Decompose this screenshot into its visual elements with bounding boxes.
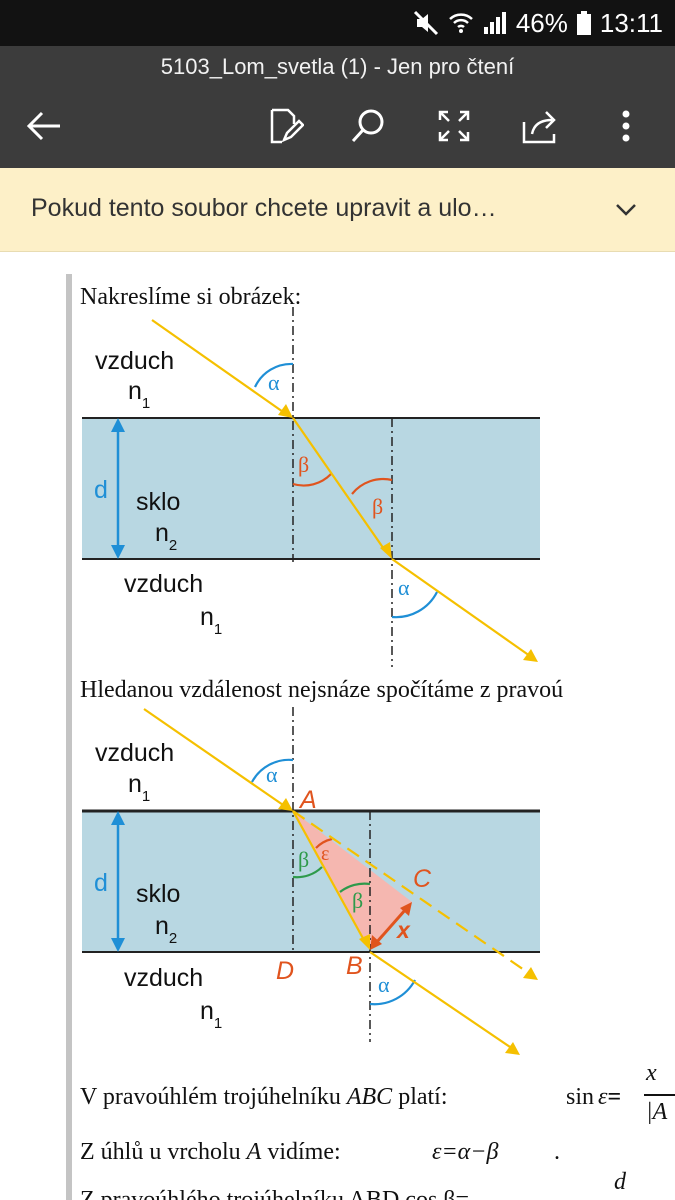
fig2-top-medium: vzduch [95,739,175,767]
fig2-shift-line [374,908,408,944]
fig2-point-a: A [300,786,317,814]
fig2-refracted-ray [292,810,366,943]
fig1-alpha-top: α [268,370,280,395]
paragraph-2: Hledanou vzdálenost nejsnáze spočítáme z… [80,677,564,703]
fig2-undeviated-ray [292,810,531,975]
fig1-refracted-arrow [380,542,392,559]
signal-icon [482,10,508,36]
fig2-undeviated-arrow [523,967,538,980]
fig2-beta-arc-1 [292,866,323,879]
clock: 13:11 [599,7,663,38]
fig2-point-c: C [413,865,432,893]
status-bar: 46% 13:11 [0,0,675,46]
formula-fraction-bottom: |A [646,1099,668,1125]
fig2-glass-index: n2 [155,912,178,947]
back-arrow-icon[interactable] [22,104,66,148]
fig2-thickness-arrow-top [111,811,125,825]
mute-icon [412,9,440,37]
paragraph-5: Z pravoúhlého trojúhelníku ABD cos β= [80,1187,470,1200]
fig2-glass-medium: sklo [136,880,181,908]
fig2-top-index: n1 [128,770,151,805]
fig2-beta-arc-2 [339,882,371,893]
fig2-shift-arrow-b [370,935,382,950]
fig1-incident-ray [151,319,287,415]
figure-2-svg [82,707,540,1055]
fig2-refracted-arrow [359,934,370,950]
fig1-beta-2: β [372,494,384,519]
fig1-top-index: n1 [128,377,151,412]
fig1-glass-index: n2 [155,519,178,554]
fig1-top-medium: vzduch [95,347,175,375]
paragraph-1: Nakreslíme si obrázek: [80,284,302,310]
fig1-alpha-arc-bottom [391,591,438,619]
figure-1-svg [82,307,540,667]
banner-message: Pokud tento soubor chcete upravit a ulo… [31,194,497,222]
battery-text: 46% [515,7,568,38]
fig1-glass-medium: sklo [136,488,181,516]
fig2-alpha-bottom: α [378,972,390,997]
fig2-thickness-arrow-bottom [111,938,125,952]
fig2-beta-1: β [298,847,310,872]
search-icon[interactable] [346,104,390,148]
document-page[interactable]: Nakreslíme si obrázek: vzduch n1 α d skl… [0,252,675,1200]
fig1-incident-arrow [278,404,293,418]
fig2-point-d: D [276,957,295,985]
chevron-down-icon[interactable] [613,196,639,227]
formula-epsilon-end: . [554,1139,560,1165]
fig2-alpha-top: α [266,762,278,787]
wifi-icon [448,10,474,36]
fig2-alpha-arc-bottom [369,979,416,1006]
fig2-thickness-label: d [94,869,108,897]
fig1-bottom-medium: vzduch [124,570,204,598]
fig1-alpha-arc-top [254,362,294,388]
fig2-epsilon: ε [321,843,330,865]
battery-icon [576,10,592,36]
fig2-bottom-medium: vzduch [124,964,204,992]
fig1-beta-1: β [298,452,310,477]
fig2-point-b: B [346,952,363,980]
fig1-refracted-ray [292,417,387,553]
share-icon[interactable] [518,104,562,148]
fig2-shift-label: x [397,917,410,943]
fig1-glass-slab [82,418,540,559]
fig2-beta-2: β [352,888,364,913]
app-bar: 5103_Lom_svetla (1) - Jen pro čtení [0,46,675,168]
more-icon[interactable] [604,104,648,148]
fig1-alpha-bottom: α [398,575,410,600]
fig2-bottom-index: n1 [200,997,223,1032]
fig1-exit-ray [391,558,531,657]
formula-fraction-top: x [646,1060,657,1086]
paragraph-3: V pravoúhlém trojúhelníku ABC platí: [80,1084,448,1110]
fig2-triangle-abc [293,811,412,950]
fig2-shift-arrow-c [400,902,412,916]
formula-fraction-bar [644,1094,675,1096]
fig2-incident-ray [143,708,287,808]
fig1-beta-arc-2 [351,477,393,495]
formula-cos-top: d [614,1169,626,1195]
document-title: 5103_Lom_svetla (1) - Jen pro čtení [160,54,515,79]
fig2-alpha-arc-top [251,758,294,783]
formula-epsilon: ε=α−β [432,1139,499,1165]
fig2-incident-arrow [278,798,293,811]
fig1-thickness-label: d [94,476,108,504]
fig2-exit-ray [369,951,514,1050]
fig1-thickness-arrow-bottom [111,545,125,559]
fig1-thickness-arrow-top [111,418,125,432]
fullscreen-icon[interactable] [432,104,476,148]
read-only-banner[interactable]: Pokud tento soubor chcete upravit a ulo… [0,168,675,252]
fig2-exit-arrow [505,1042,520,1055]
fig1-exit-arrow [523,649,538,662]
edit-icon[interactable] [262,104,306,148]
fig1-bottom-index: n1 [200,603,223,638]
page-margin-line [66,274,72,1200]
paragraph-4: Z úhlů u vrcholu A vidíme: [80,1139,341,1165]
fig1-beta-arc-1 [292,473,332,487]
